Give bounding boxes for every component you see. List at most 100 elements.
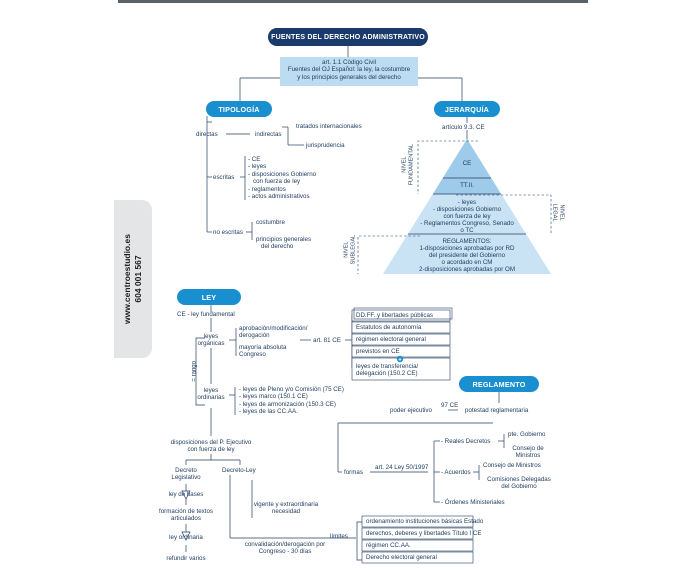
- ce-ley-fundamental: CE - ley fundamental: [177, 311, 235, 318]
- nivel-sublegal: NIVEL SUBLEGAL: [343, 230, 356, 270]
- comisiones-delegadas: Comisiones Delegadas del Gobierno: [481, 476, 557, 491]
- nivel-sublegal-line-2: SUBLEGAL: [350, 234, 356, 265]
- aprobacion-label: aprobación/modificación/ derogación: [239, 325, 307, 340]
- indirectas-label: indirectas: [255, 131, 282, 138]
- ley-de-bases: ley de bases: [168, 491, 204, 498]
- intro-box: art. 1.1 Código Civil Fuentes del OJ Esp…: [280, 57, 418, 86]
- intro-line-1: art. 1.1 Código Civil: [322, 59, 376, 66]
- intro-line-3: y los principios generales del derecho: [297, 73, 401, 81]
- mayoria-line-1: mayoría absoluta: [239, 344, 287, 351]
- escritas-item: - reglamentos: [248, 185, 286, 193]
- transferencia-line-1: leyes de transferencia/: [356, 363, 419, 370]
- nivel-fundamental: NIVEL FUNDAMENTAL: [401, 140, 414, 190]
- disposiciones-ejecutivo: disposiciones del P. Ejecutivo con fuerz…: [156, 439, 266, 454]
- consejo-line-2: Ministros: [515, 452, 541, 460]
- principios-line-2: del derecho: [261, 243, 294, 251]
- ordinarias-list: - leyes de Pleno y/o Comisión (75 CE) - …: [239, 386, 344, 416]
- ordinarias-item: - leyes de Pleno y/o Comisión (75 CE): [239, 386, 344, 393]
- convalidacion-label: convalidación/derogación por Congreso - …: [230, 541, 340, 556]
- legal-item: - Reglamentos Congreso, Senado: [420, 220, 514, 227]
- intro-line-2: Fuentes del OJ Español: la ley, la costu…: [287, 66, 411, 74]
- vigente-line-2: necesidad: [271, 508, 301, 516]
- no-escritas-label: no escritas: [213, 229, 243, 236]
- escritas-item: - actos administrativos: [248, 193, 310, 201]
- decreto-legislativo-line-1: Decreto: [175, 467, 197, 474]
- nivel-sublegal-line-1: NIVEL: [343, 241, 350, 258]
- organicas-line-2: orgánicas: [197, 340, 225, 348]
- ordenes-ministeriales: - Órdenes Ministeriales: [441, 499, 505, 506]
- limites-item: ordenamiento instituciones básicas Estad…: [366, 518, 484, 525]
- vigente-label: vigente y extraordinaria necesidad: [236, 501, 336, 516]
- principios-line-1: principios generales: [256, 236, 312, 243]
- reales-decretos: - Reales Decretos: [441, 438, 491, 445]
- escritas-label: escritas: [213, 174, 235, 181]
- ordinarias-item: - leyes marco (150.1 CE): [239, 393, 308, 401]
- consejo-ministros-rd: Consejo de Ministros: [506, 445, 550, 460]
- transferencia-label: leyes de transferencia/ delegación (150.…: [356, 363, 418, 378]
- reglamentos-title: REGLAMENTOS:: [442, 238, 492, 245]
- mayoria-line-2: Congreso: [239, 351, 266, 359]
- directas-label: directas: [196, 131, 218, 138]
- limites-item: Derecho electoral general: [366, 554, 437, 561]
- escritas-item: - leyes: [248, 163, 267, 171]
- nivel-fundamental-line-2: FUNDAMENTAL: [408, 143, 414, 186]
- materia-item: régimen electoral general: [356, 336, 426, 343]
- leyes-organicas: leyes orgánicas: [194, 333, 228, 348]
- side-tab: [114, 200, 152, 358]
- legal-item: o TC: [460, 227, 474, 234]
- acuerdos-label: - Acuerdos: [441, 469, 471, 476]
- convalidacion-line-1: convalidación/derogación por: [244, 541, 326, 548]
- potestad-label: potestad reglamentaria: [465, 407, 529, 414]
- ley-ordinaria: ley ordinaria: [169, 534, 203, 541]
- art97-label: 97 CE: [441, 402, 459, 409]
- decreto-ley: Decreto-Ley: [222, 467, 256, 474]
- aprobacion-line-1: aprobación/modificación/: [239, 325, 308, 332]
- formacion-line-2: articulados: [171, 515, 201, 523]
- nivel-fundamental-line-1: NIVEL: [401, 156, 408, 173]
- leyes-ordinarias: leyes ordinarias: [194, 387, 228, 402]
- disposiciones-line-1: disposiciones del P. Ejecutivo: [170, 439, 252, 446]
- legal-item: - disposiciones Gobierno: [432, 206, 502, 213]
- pyramid-ttii: TT.II.: [460, 182, 474, 189]
- formacion-textos: formación de textos articulados: [151, 508, 221, 523]
- reglamentos-item: 1-disposiciones aprobadas por RD: [419, 245, 515, 252]
- poder-ejecutivo: poder ejecutivo: [390, 407, 432, 414]
- limites-label: límites: [330, 533, 348, 540]
- costumbre-label: costumbre: [256, 219, 285, 226]
- materia-item: DD.FF. y libertades públicas: [356, 312, 434, 319]
- ordinarias-line-1: leyes: [203, 387, 219, 394]
- jerarquia-art: artículo 9.3. CE: [442, 124, 485, 131]
- mayoria-label: mayoría absoluta Congreso: [239, 344, 286, 359]
- principios-label: principios generales del derecho: [256, 236, 311, 251]
- legal-item: con fuerza de ley: [443, 213, 491, 220]
- limites-item: derechos, deberes y libertades Título I …: [366, 530, 482, 537]
- refundir-varios: refundir varios: [166, 555, 206, 562]
- reglamentos-item: o acordado en CM: [441, 259, 493, 266]
- svg-text:+: +: [398, 357, 402, 363]
- aprobacion-line-2: derogación: [239, 332, 270, 340]
- nivel-legal-line-1: NIVEL: [558, 204, 565, 221]
- ordinarias-line-2: ordinarias: [197, 394, 225, 402]
- pte-gobierno: pte. Gobierno: [508, 431, 546, 438]
- comisiones-line-2: del Gobierno: [501, 483, 537, 491]
- escritas-item: con fuerza de ley: [253, 178, 301, 186]
- organicas-line-1: leyes: [203, 333, 219, 340]
- jerarquia-pill: JERARQUÍA: [434, 101, 500, 117]
- reglamento-pill: REGLAMENTO: [459, 376, 539, 392]
- materia-item: Estatutos de autonomía: [356, 324, 422, 331]
- disposiciones-line-2: con fuerza de ley: [187, 446, 235, 454]
- decreto-legislativo-line-2: Legislativo: [171, 474, 201, 482]
- escritas-item: - disposiciones Gobierno: [248, 170, 317, 178]
- reglamentos-item: 2-disposiciones aprobadas por OM: [419, 266, 515, 273]
- consejo-line-1: Consejo de: [512, 445, 544, 452]
- ordinarias-item: - leyes de armonización (150.3 CE): [239, 400, 336, 408]
- rango-label: = rango: [191, 361, 198, 382]
- reglamentos-item: del presidente del Gobierno: [428, 252, 506, 259]
- main-title: FUENTES DEL DERECHO ADMINISTRATIVO: [268, 28, 428, 46]
- materia-item: previstos en CE: [356, 348, 400, 355]
- pyramid-ce: CE: [462, 160, 472, 167]
- ordinarias-item: - leyes de las CC.AA.: [239, 408, 298, 416]
- convalidacion-line-2: Congreso - 30 días: [258, 548, 312, 556]
- top-divider: [118, 0, 588, 3]
